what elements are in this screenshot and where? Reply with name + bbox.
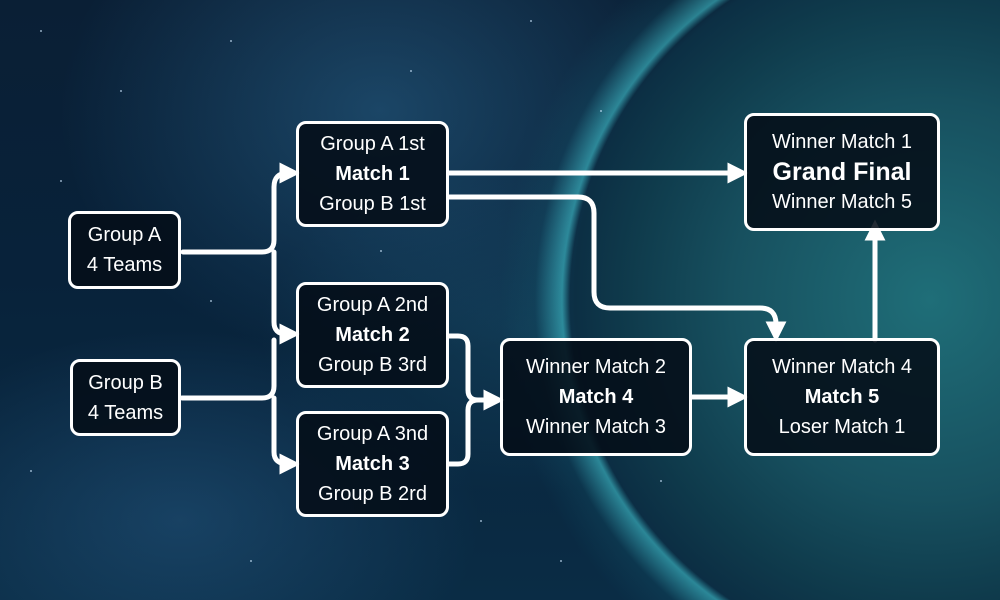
connector-group-a-to-match-1 [180, 162, 301, 255]
group-a-teams: 4 Teams [86, 254, 163, 276]
match-3-box: Group A 3nd Match 3 Group B 2rd [296, 411, 449, 517]
match-2-box: Group A 2nd Match 2 Group B 3rd [296, 282, 449, 388]
match-1-bottom-seed: Group B 1st [319, 193, 426, 215]
match-2-top-seed: Group A 2nd [316, 294, 429, 316]
match-1-box: Group A 1st Match 1 Group B 1st [296, 121, 449, 227]
match-4-box: Winner Match 2 Match 4 Winner Match 3 [500, 338, 692, 456]
grand-final-box: Winner Match 1 Grand Final Winner Match … [744, 113, 940, 231]
match-2-bottom-seed: Group B 3rd [318, 354, 427, 376]
match-3-title: Match 3 [335, 453, 410, 475]
match-5-bottom-seed: Loser Match 1 [778, 416, 906, 438]
group-b-box: Group B 4 Teams [70, 359, 181, 436]
connector-group-b-to-match-3 [271, 395, 301, 475]
group-b-name: Group B [88, 371, 163, 394]
match-4-top-seed: Winner Match 2 [525, 356, 667, 378]
match-4-bottom-seed: Winner Match 3 [525, 416, 667, 438]
match-1-top-seed: Group A 1st [320, 133, 425, 155]
connector-group-a-to-match-2 [271, 249, 301, 345]
group-a-name: Group A [87, 224, 162, 246]
match-5-title: Match 5 [804, 386, 880, 408]
connector-group-b-to-match-2 [179, 337, 277, 401]
connector-match-1-to-match-5 [446, 194, 787, 343]
grand-final-top-seed: Winner Match 1 [771, 131, 913, 153]
connector-match-3-to-match-4 [446, 397, 481, 467]
match-3-bottom-seed: Group B 2rd [318, 483, 427, 505]
group-a-box: Group A 4 Teams [68, 211, 181, 289]
match-5-top-seed: Winner Match 4 [771, 356, 913, 378]
match-5-box: Winner Match 4 Match 5 Loser Match 1 [744, 338, 940, 456]
connector-match-2-to-match-4 [446, 333, 505, 411]
group-b-teams: 4 Teams [87, 401, 164, 424]
match-1-title: Match 1 [335, 163, 410, 185]
grand-final-bottom-seed: Winner Match 5 [771, 191, 913, 213]
match-2-title: Match 2 [335, 324, 410, 346]
match-4-title: Match 4 [558, 386, 634, 408]
grand-final-title: Grand Final [772, 158, 912, 186]
match-3-top-seed: Group A 3nd [316, 423, 429, 445]
